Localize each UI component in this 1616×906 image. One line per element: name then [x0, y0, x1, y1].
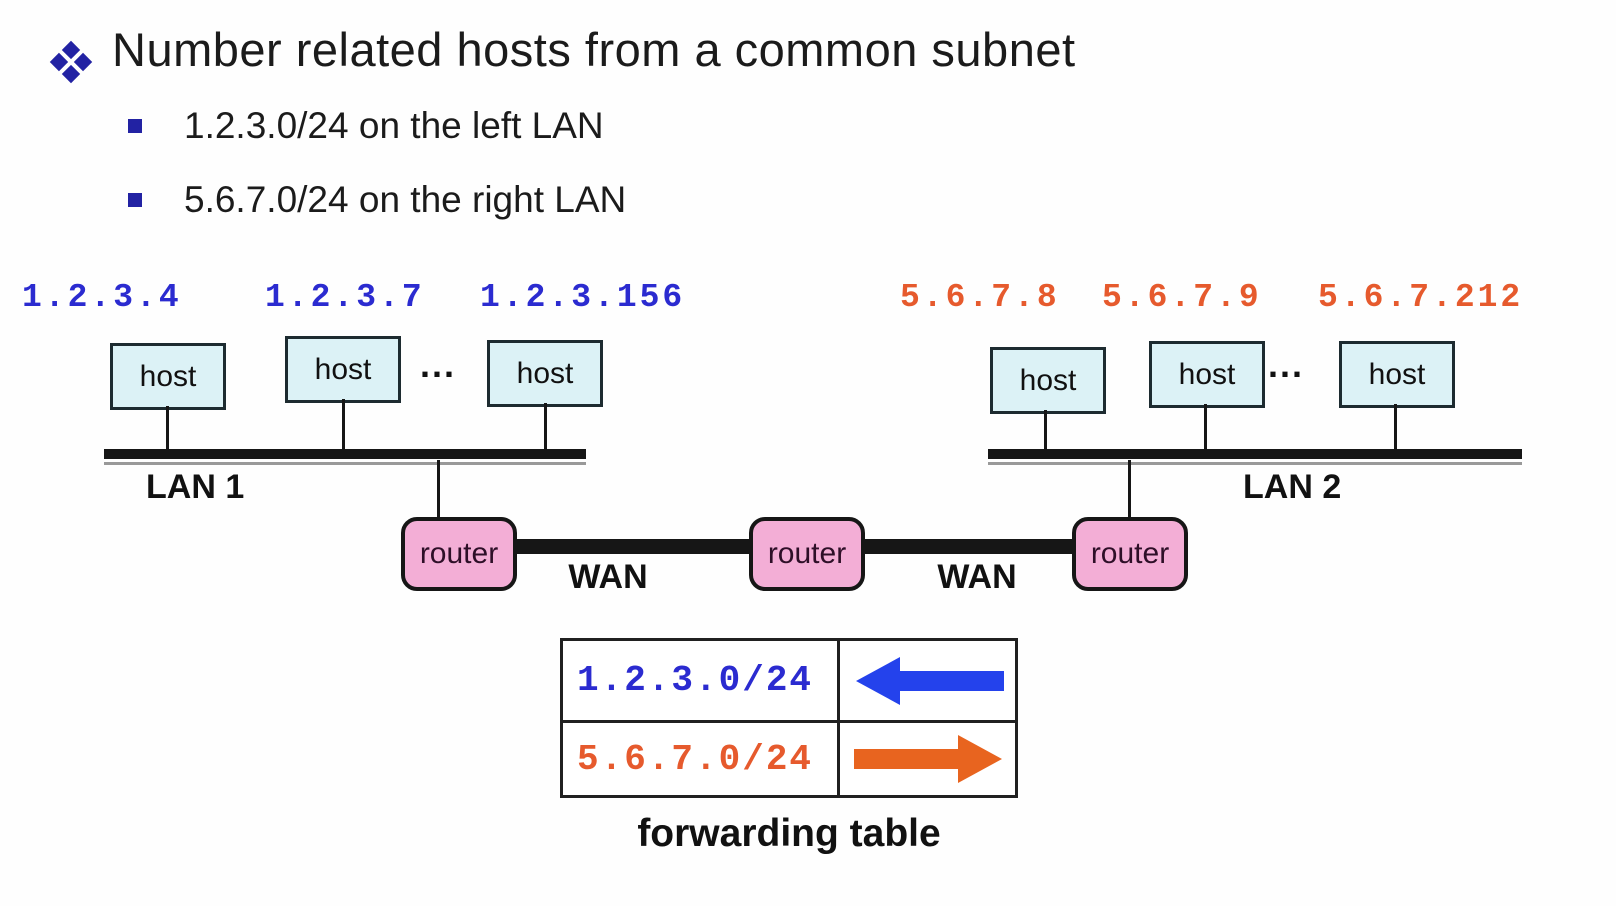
- page-title: Number related hosts from a common subne…: [112, 23, 1076, 76]
- square-bullet-icon: [128, 119, 142, 133]
- wan-label: WAN: [937, 558, 1017, 596]
- host-stem-line: [1204, 404, 1207, 452]
- title-row: Number related hosts from a common subne…: [48, 20, 1076, 84]
- host-label: host: [314, 352, 372, 386]
- host-stem-line: [1394, 404, 1397, 452]
- square-bullet-icon: [128, 193, 142, 207]
- ip-label: 1.2.3.156: [480, 279, 686, 316]
- lan1-bus: [104, 449, 586, 465]
- host-stem-line: [342, 399, 345, 452]
- ip-label: 1.2.3.4: [22, 279, 182, 316]
- host-box: host: [990, 347, 1106, 414]
- host-box: host: [487, 340, 603, 407]
- router-box: router: [1072, 517, 1188, 591]
- right-arrow-icon: [854, 735, 1002, 783]
- router-label: router: [767, 537, 847, 570]
- host-box: host: [1339, 341, 1455, 408]
- lan1-label: LAN 1: [146, 468, 245, 506]
- host-stem-line: [1044, 410, 1047, 452]
- table-row-divider: [563, 720, 1015, 723]
- router-label: router: [1090, 537, 1170, 570]
- router-label: router: [419, 537, 499, 570]
- host-box: host: [285, 336, 401, 403]
- title-bullet-icon: [49, 40, 93, 84]
- host-label: host: [1178, 357, 1236, 391]
- bus-drop-line: [437, 460, 440, 518]
- host-stem-line: [166, 406, 169, 452]
- table-prefix-cell: 5.6.7.0/24: [577, 723, 813, 795]
- router-box: router: [401, 517, 517, 591]
- prefix-value: 5.6.7.0/24: [577, 738, 814, 780]
- table-prefix-cell: 1.2.3.0/24: [577, 641, 813, 720]
- ip-label: 1.2.3.7: [265, 279, 425, 316]
- ellipsis: ...: [420, 344, 457, 385]
- left-arrow-icon: [856, 656, 1004, 705]
- table-arrow-cell: [840, 641, 1018, 720]
- host-label: host: [1368, 357, 1426, 391]
- forwarding-table-caption: forwarding table: [637, 812, 941, 855]
- bus-drop-line: [1128, 460, 1131, 518]
- prefix-value: 1.2.3.0/24: [577, 660, 814, 701]
- forwarding-table: 1.2.3.0/24 5.6.7.0/24: [560, 638, 1018, 798]
- host-label: host: [139, 359, 197, 393]
- table-column-divider: [837, 641, 840, 795]
- sub-bullet-text: 1.2.3.0/24 on the left LAN: [184, 105, 604, 146]
- wan-label: WAN: [568, 558, 648, 596]
- lan2-label: LAN 2: [1243, 468, 1342, 506]
- ip-label: 5.6.7.9: [1102, 279, 1262, 316]
- ip-label: 5.6.7.212: [1318, 279, 1524, 316]
- sub-bullet-text: 5.6.7.0/24 on the right LAN: [184, 179, 627, 220]
- host-label: host: [516, 356, 574, 390]
- ellipsis: ...: [1268, 344, 1305, 385]
- sub-bullet-item: 5.6.7.0/24 on the right LAN: [128, 174, 626, 226]
- host-label: host: [1019, 363, 1077, 397]
- ip-label: 5.6.7.8: [900, 279, 1060, 316]
- host-box: host: [110, 343, 226, 410]
- lan2-bus: [988, 449, 1522, 465]
- host-stem-line: [544, 403, 547, 452]
- router-box: router: [749, 517, 865, 591]
- sub-bullet-item: 1.2.3.0/24 on the left LAN: [128, 100, 604, 152]
- host-box: host: [1149, 341, 1265, 408]
- table-arrow-cell: [840, 723, 1018, 795]
